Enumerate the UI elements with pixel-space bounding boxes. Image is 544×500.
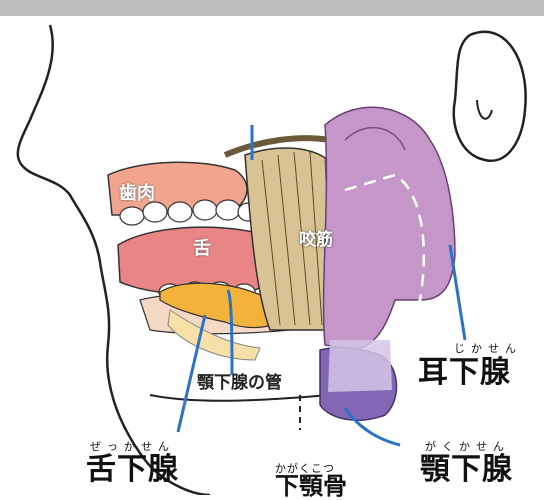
- label-gums: 歯肉: [119, 185, 155, 203]
- top-banner: [0, 0, 544, 16]
- label-submandibular-gland: 顎下腺: [420, 455, 513, 485]
- ruby-submandibular: がくかせん: [425, 441, 510, 452]
- ruby-sublingual: ぜっかせん: [90, 441, 175, 452]
- label-parotid-gland: 耳下腺: [418, 358, 511, 388]
- label-masseter: 咬筋: [299, 232, 333, 249]
- ruby-parotid: じかせん: [454, 343, 522, 354]
- label-mandible: 下顎骨: [275, 474, 347, 498]
- submandibular-region: [328, 340, 392, 392]
- ear: [454, 32, 526, 161]
- label-sublingual-gland: 舌下腺: [86, 455, 179, 485]
- label-tongue: 舌: [193, 240, 211, 258]
- parotid-gland: [324, 107, 455, 350]
- jaw-line: [150, 395, 330, 401]
- label-submandibular-duct: 顎下腺の管: [197, 375, 282, 392]
